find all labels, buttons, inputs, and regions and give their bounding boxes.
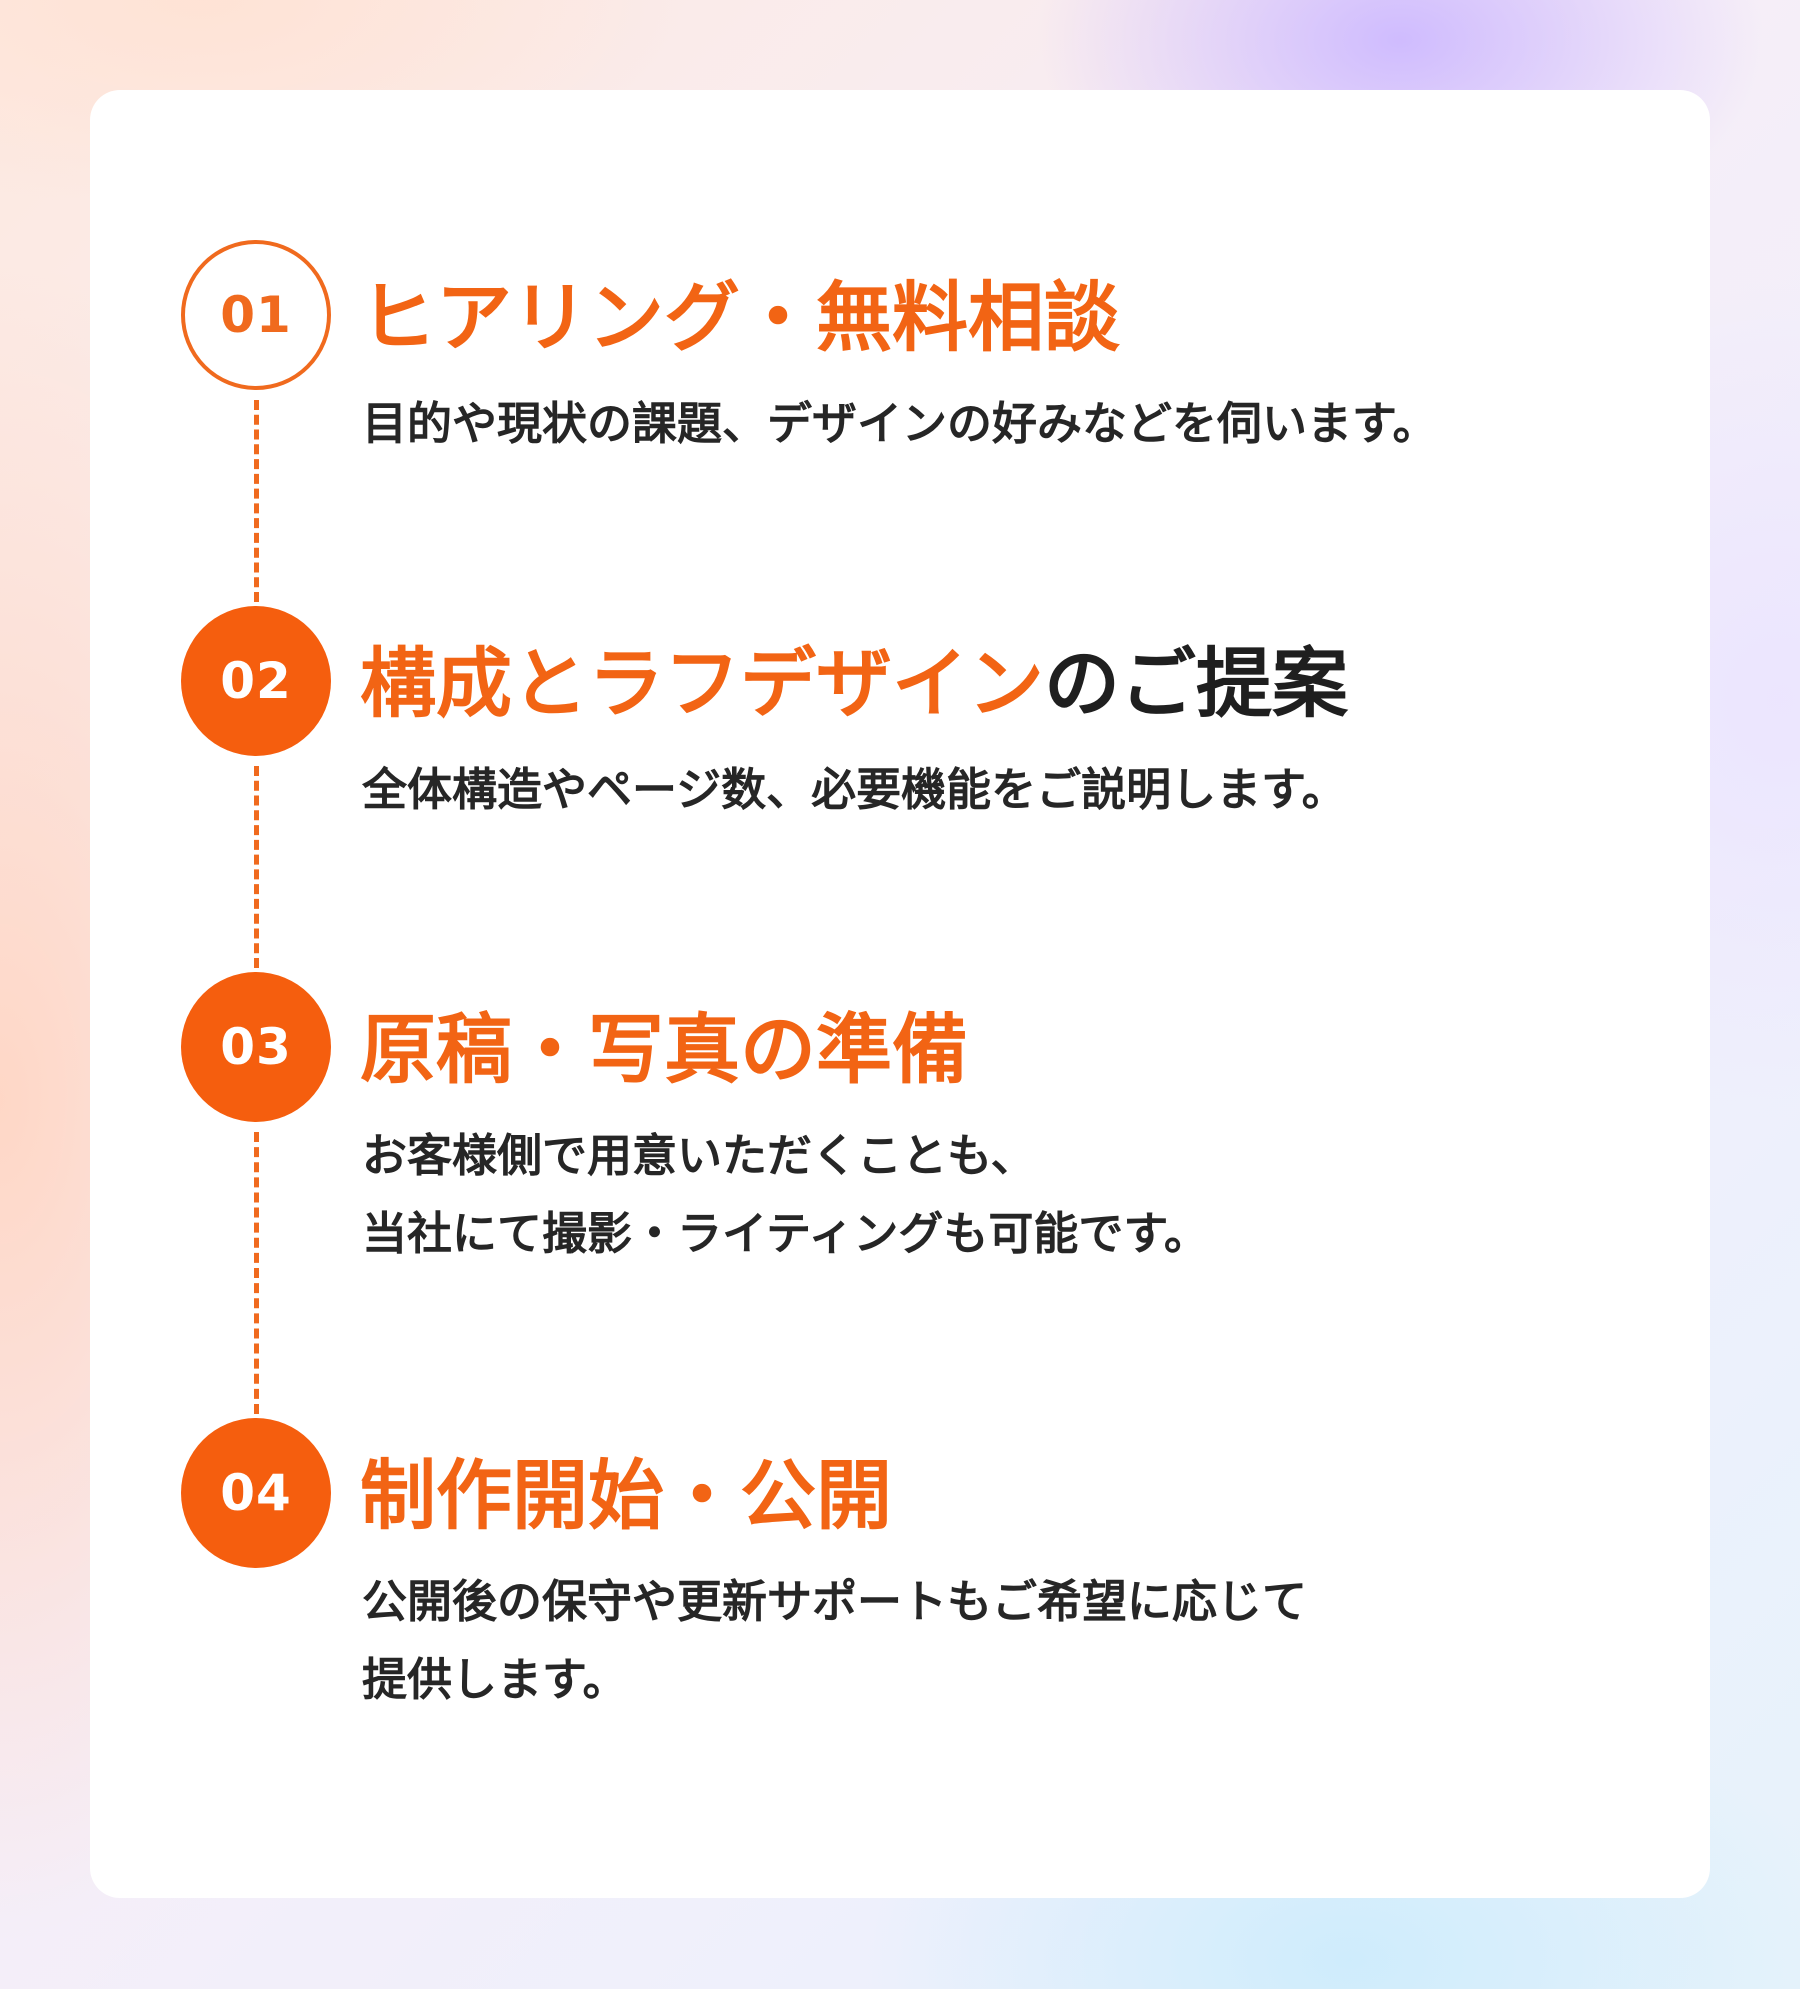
step-description-line: 全体構造やページ数、必要機能をご説明します。 [362, 763, 1347, 816]
step-title-accent: 制作開始・公開 [360, 1451, 892, 1540]
step-description: 目的や現状の課題、デザインの好みなどを伺います。 [362, 385, 1438, 463]
step-number-badge: 03 [181, 972, 331, 1122]
step-description: お客様側で用意いただくことも、 当社にて撮影・ライティングも可能です。 [362, 1117, 1209, 1273]
step-description: 全体構造やページ数、必要機能をご説明します。 [362, 751, 1347, 829]
step-description-line: お客様側で用意いただくことも、 [362, 1129, 1036, 1182]
step-connector-2-3 [254, 766, 259, 968]
step-description-line: 公開後の保守や更新サポートもご希望に応じて [362, 1575, 1308, 1628]
step-description-line: 目的や現状の課題、デザインの好みなどを伺います。 [362, 397, 1438, 450]
step-number-badge: 02 [181, 606, 331, 756]
step-number-badge: 04 [181, 1418, 331, 1568]
steps-card: 01 ヒアリング・無料相談 目的や現状の課題、デザインの好みなどを伺います。 0… [90, 90, 1710, 1898]
step-title-rest: のご提案 [1044, 639, 1348, 728]
step-connector-3-4 [254, 1132, 259, 1414]
step-title-accent: 原稿・写真の準備 [360, 1005, 968, 1094]
step-connector-1-2 [254, 400, 259, 602]
step-title-accent: 構成とラフデザイン [360, 639, 1044, 728]
step-title: 原稿・写真の準備 [360, 1012, 968, 1088]
step-title: ヒアリング・無料相談 [360, 280, 1120, 356]
step-number-badge: 01 [181, 240, 331, 390]
step-description-line: 当社にて撮影・ライティングも可能です。 [362, 1207, 1209, 1260]
step-title: 制作開始・公開 [360, 1458, 892, 1534]
step-description-line: 提供します。 [362, 1653, 628, 1706]
step-description: 公開後の保守や更新サポートもご希望に応じて 提供します。 [362, 1563, 1307, 1719]
step-title: 構成とラフデザインのご提案 [360, 646, 1348, 722]
step-title-accent: ヒアリング・無料相談 [360, 273, 1120, 362]
